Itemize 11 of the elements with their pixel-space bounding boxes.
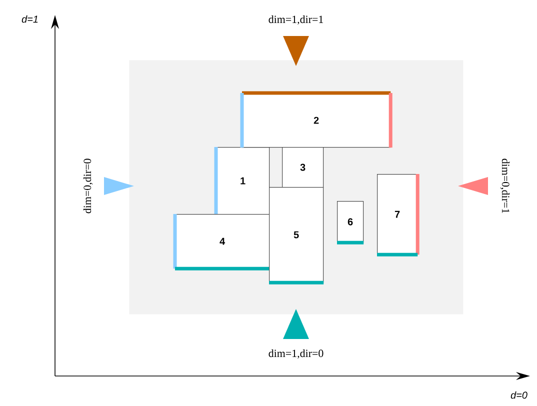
direction-label: dim=0,dir=0 (83, 158, 93, 214)
block-box: 1 (214, 147, 270, 215)
block-box: 4 (173, 214, 270, 270)
direction-label: dim=1,dir=0 (268, 349, 324, 359)
block-box: 3 (282, 147, 324, 188)
block-box: 6 (337, 201, 364, 244)
direction-label: dim=1,dir=1 (268, 15, 323, 25)
axis-label: d=0 (510, 391, 528, 399)
axis-label: d=1 (22, 15, 38, 23)
block-box: 7 (377, 174, 420, 256)
direction-label: dim=0,dir=1 (500, 158, 510, 213)
